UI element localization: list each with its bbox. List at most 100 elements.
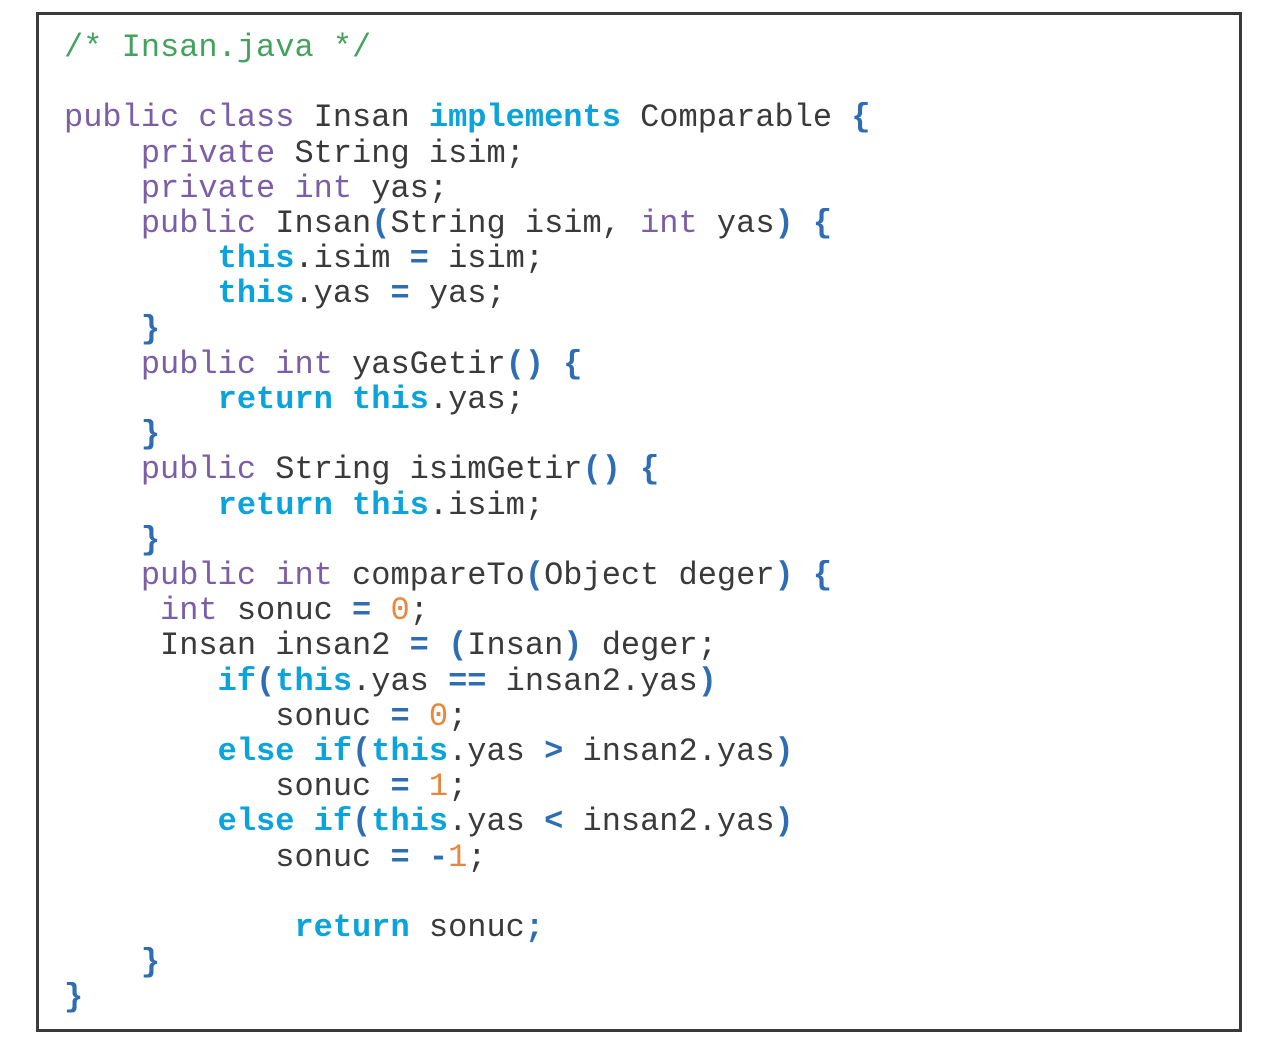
- code-token-keyword_accent: return: [294, 909, 410, 947]
- code-token-plain: [64, 522, 141, 559]
- code-line: else if(this.yas < insan2.yas): [64, 804, 1227, 839]
- code-token-plain: String isim;: [275, 134, 525, 172]
- code-token-punctuation: (: [352, 733, 372, 771]
- code-line: public int yasGetir() {: [64, 347, 1227, 382]
- code-token-plain: [64, 205, 141, 242]
- code-token-punctuation: {: [640, 451, 660, 489]
- code-token-punctuation: {: [812, 557, 833, 595]
- code-token-punctuation: {: [812, 205, 833, 243]
- code-line: public Insan(String isim, int yas) {: [64, 206, 1227, 241]
- code-token-plain: [64, 557, 141, 594]
- code-line: }: [64, 945, 1227, 980]
- code-token-punctuation: }: [140, 521, 161, 559]
- code-token-plain: insan2.yas: [486, 662, 698, 700]
- code-token-keyword_accent: else if: [217, 733, 353, 771]
- code-token-punctuation: =: [390, 275, 410, 313]
- code-token-keyword: int: [275, 345, 333, 383]
- code-token-plain: yas;: [409, 275, 506, 313]
- code-token-keyword: private: [140, 169, 276, 207]
- code-token-keyword: public: [64, 99, 180, 137]
- code-token-keyword_accent: return: [217, 486, 333, 524]
- code-line: sonuc = -1;: [64, 840, 1227, 875]
- code-token-punctuation: <: [544, 803, 564, 841]
- code-token-plain: [621, 451, 640, 488]
- code-token-number: 0: [390, 592, 410, 630]
- code-line: /* Insan.java */: [64, 30, 1227, 65]
- code-line: public String isimGetir() {: [64, 452, 1227, 487]
- code-token-plain: [256, 346, 275, 383]
- code-token-punctuation: (: [448, 627, 468, 665]
- code-token-punctuation: =: [390, 697, 410, 735]
- code-line: [64, 65, 1227, 100]
- code-line: public int compareTo(Object deger) {: [64, 558, 1227, 593]
- code-line: [64, 875, 1227, 910]
- code-token-punctuation: -: [428, 838, 449, 876]
- code-line: }: [64, 523, 1227, 558]
- code-line: }: [64, 417, 1227, 452]
- code-token-plain: [64, 592, 160, 629]
- code-token-punctuation: =: [390, 768, 410, 806]
- code-line: Insan insan2 = (Insan) deger;: [64, 628, 1227, 663]
- code-token-keyword_accent: this: [352, 381, 429, 419]
- code-token-punctuation: =: [390, 838, 410, 876]
- code-token-punctuation: ): [774, 733, 794, 771]
- code-token-keyword_accent: this: [275, 662, 353, 700]
- code-token-plain: [410, 768, 429, 805]
- code-token-plain: [794, 557, 813, 594]
- code-token-punctuation: }: [140, 310, 161, 348]
- code-token-plain: sonuc: [217, 592, 353, 630]
- code-line: sonuc = 1;: [64, 769, 1227, 804]
- code-token-punctuation: ;: [524, 909, 545, 947]
- code-token-plain: [794, 205, 813, 242]
- code-line: int sonuc = 0;: [64, 593, 1227, 628]
- code-token-keyword: private: [140, 134, 276, 172]
- code-token-punctuation: (: [352, 803, 372, 841]
- code-token-plain: [64, 487, 218, 524]
- code-token-keyword_accent: if: [217, 662, 257, 700]
- code-token-plain: ;: [448, 768, 468, 806]
- code-token-plain: ;: [467, 838, 487, 876]
- code-token-punctuation: }: [140, 416, 161, 454]
- code-token-plain: Comparable: [620, 99, 852, 137]
- code-token-keyword: public: [140, 345, 257, 383]
- code-token-punctuation: (: [371, 205, 391, 243]
- code-token-punctuation: =: [409, 240, 429, 278]
- code-token-plain: .yas: [352, 662, 449, 700]
- code-token-plain: sonuc: [64, 838, 391, 876]
- code-token-punctuation: }: [64, 979, 84, 1017]
- code-token-plain: yas: [697, 205, 775, 243]
- code-token-keyword: public: [140, 205, 257, 243]
- code-token-plain: [410, 698, 429, 735]
- code-token-number: 1: [428, 768, 449, 806]
- code-token-punctuation: ): [774, 205, 794, 243]
- code-line: if(this.yas == insan2.yas): [64, 664, 1227, 699]
- code-token-keyword_accent: this: [217, 240, 295, 278]
- code-line: private String isim;: [64, 136, 1227, 171]
- code-line: }: [64, 312, 1227, 347]
- code-token-plain: Insan insan2: [64, 627, 410, 665]
- code-token-plain: .yas: [294, 275, 391, 313]
- code-token-keyword_accent: this: [371, 733, 449, 771]
- code-token-plain: [64, 803, 218, 840]
- code-token-plain: [256, 557, 275, 594]
- code-line: public class Insan implements Comparable…: [64, 100, 1227, 135]
- code-token-plain: [333, 381, 352, 418]
- code-token-plain: ;: [409, 592, 429, 630]
- code-token-plain: .yas;: [428, 381, 525, 419]
- code-token-plain: deger;: [582, 627, 717, 665]
- code-token-plain: .isim;: [428, 486, 545, 524]
- code-token-plain: [64, 381, 218, 418]
- code-token-punctuation: (): [582, 451, 621, 489]
- code-token-plain: [179, 99, 198, 136]
- code-token-plain: Insan: [256, 205, 372, 243]
- code-token-keyword_accent: return: [217, 381, 333, 419]
- code-line: this.yas = yas;: [64, 276, 1227, 311]
- code-token-keyword: public: [140, 557, 257, 595]
- code-token-plain: .yas: [448, 803, 545, 841]
- code-line: return this.yas;: [64, 382, 1227, 417]
- code-token-plain: [333, 487, 352, 524]
- code-token-plain: [64, 135, 141, 172]
- code-token-plain: [64, 733, 218, 770]
- code-token-plain: [64, 944, 141, 981]
